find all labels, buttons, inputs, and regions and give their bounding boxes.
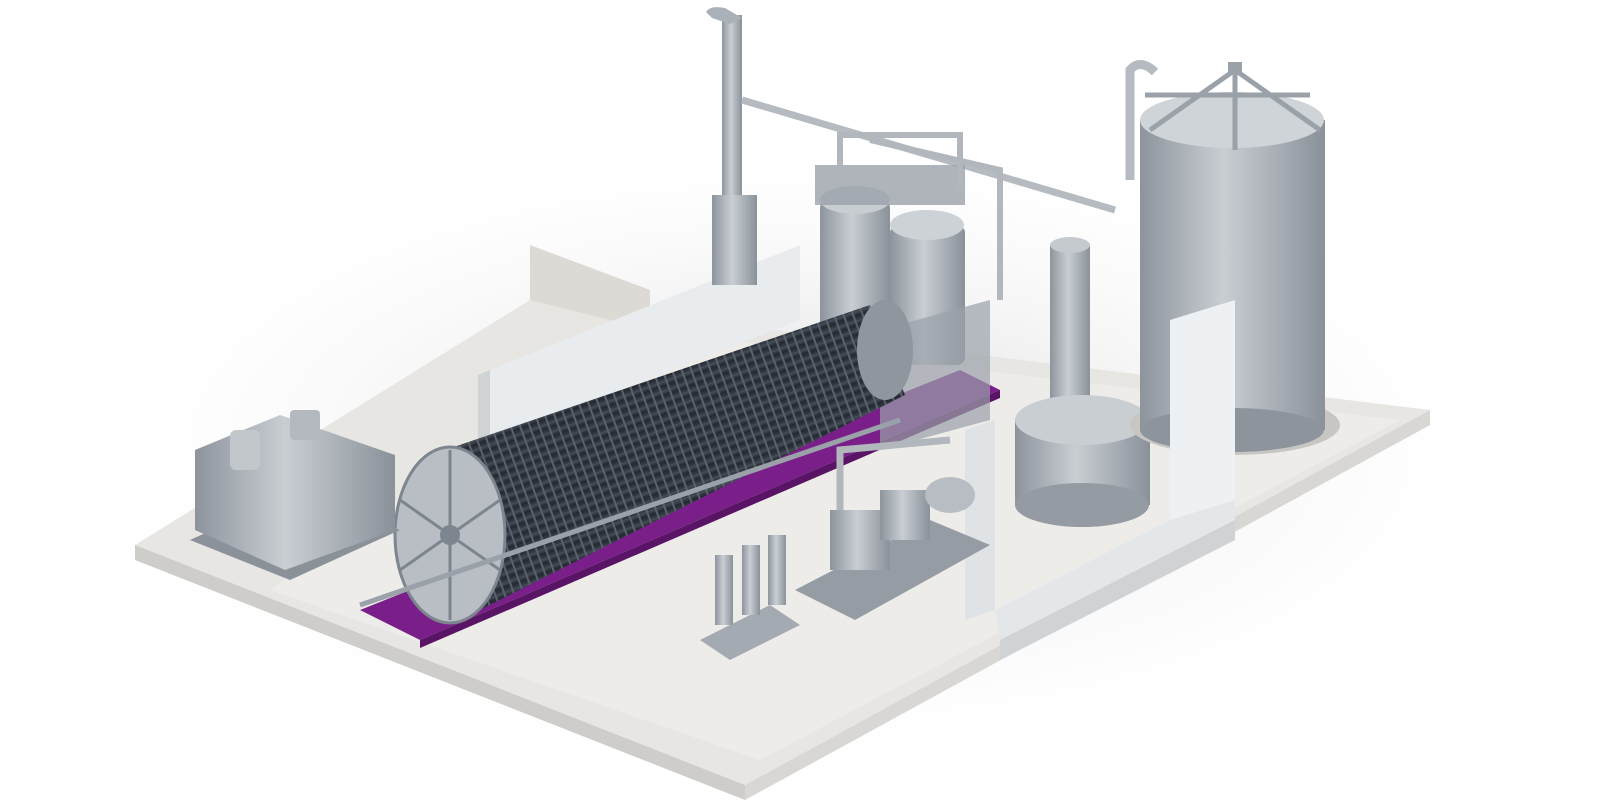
back-wall: [478, 245, 800, 445]
pump-skid: [795, 436, 990, 620]
front-wall: [965, 300, 1235, 660]
scrubber-column: [1015, 60, 1159, 527]
filter-units: [700, 535, 800, 660]
transformer: [190, 410, 400, 580]
electrolyser-stack: [359, 300, 913, 625]
